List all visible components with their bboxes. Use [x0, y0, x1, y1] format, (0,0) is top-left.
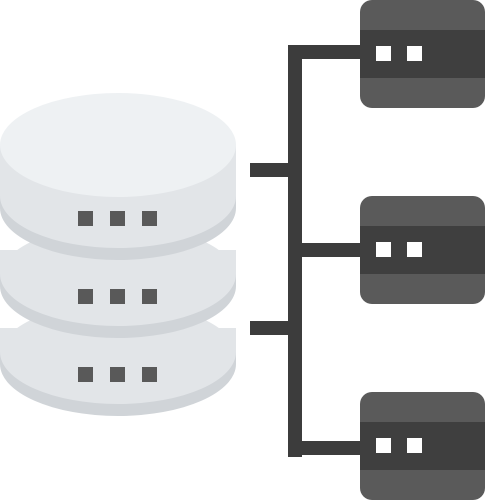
server-2: [360, 196, 485, 304]
connector-stub-top: [250, 163, 292, 177]
connector-stub-bottom: [250, 321, 292, 335]
server-3: [360, 392, 485, 500]
server-1-led-1: [376, 46, 391, 61]
server-2-led-2: [407, 242, 422, 257]
server-2-led-1: [376, 242, 391, 257]
disk-3-dot-2: [110, 367, 125, 382]
database-disk-1: [0, 93, 236, 260]
connector-branch-2: [288, 243, 360, 257]
network-connector: [250, 45, 360, 457]
disk-1-dot-3: [142, 211, 157, 226]
database-lid: [0, 93, 236, 197]
database-icon: [0, 93, 236, 416]
server-1: [360, 0, 485, 108]
disk-3-dot-3: [142, 367, 157, 382]
connector-branch-3: [288, 441, 360, 455]
disk-2-dot-2: [110, 289, 125, 304]
server-1-led-2: [407, 46, 422, 61]
connector-branch-1: [288, 45, 360, 59]
server-3-led-2: [407, 438, 422, 453]
disk-1-dot-1: [78, 211, 93, 226]
server-3-led-1: [376, 438, 391, 453]
disk-3-dot-1: [78, 367, 93, 382]
disk-1-dot-2: [110, 211, 125, 226]
disk-2-dot-3: [142, 289, 157, 304]
disk-2-dot-1: [78, 289, 93, 304]
